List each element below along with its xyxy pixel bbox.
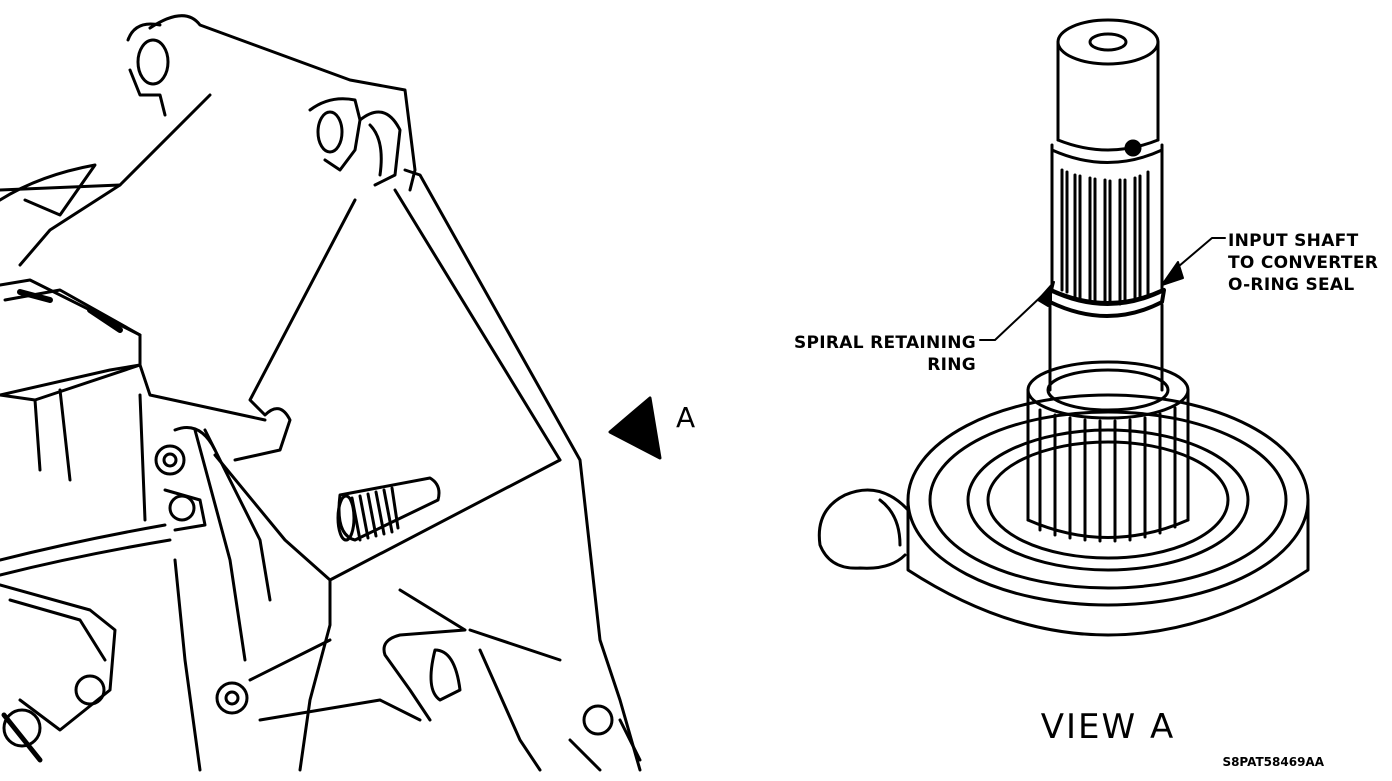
spiral-ring-label-line1: SPIRAL RETAINING (794, 333, 976, 353)
bolt-icon (168, 494, 196, 522)
leader-lines (979, 237, 1226, 341)
input-shaft-label-line2: TO CONVERTER (1228, 253, 1378, 273)
figure-code: S8PAT58469AA (1222, 755, 1324, 769)
bolt-icon (74, 674, 106, 706)
input-shaft-stub (336, 476, 441, 542)
input-shaft-label-line1: INPUT SHAFT (1228, 231, 1359, 251)
view-title: VIEW A (1041, 707, 1175, 747)
plug-icon (2, 708, 42, 748)
bolt-icon (215, 681, 249, 715)
arrow-letter-label: A (676, 401, 695, 434)
input-shaft-label-line3: O-RING SEAL (1228, 275, 1354, 295)
fitting-icon (582, 704, 614, 736)
spiral-ring-label-line2: RING (927, 355, 976, 375)
view-a-arrow: A (608, 396, 695, 460)
lower-mount-hole (316, 110, 344, 154)
input-shaft-detail (817, 18, 1310, 637)
transmission-case-drawing (0, 14, 642, 772)
upper-mount-hole (136, 38, 170, 86)
bolt-icon (154, 444, 186, 476)
